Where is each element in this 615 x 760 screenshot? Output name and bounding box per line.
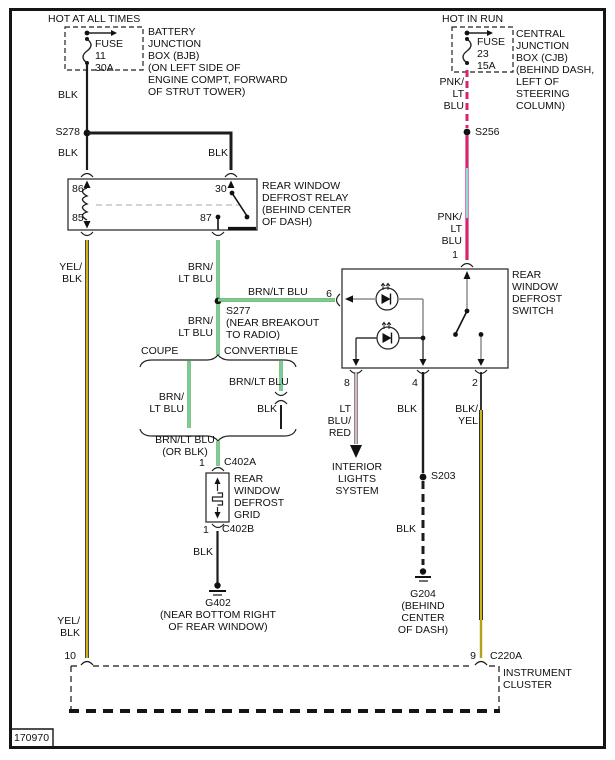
connector-pin-c402a: 1 — [199, 457, 205, 469]
switch-pin-2: 2 — [472, 377, 478, 389]
splice-label-s256: S256 — [475, 126, 500, 138]
ground-g204-symbol — [415, 568, 431, 582]
ground-label-g402: G402 (NEAR BOTTOM RIGHT OF REAR WINDOW) — [160, 597, 276, 634]
splice-s203 — [419, 473, 427, 481]
bus-arrow-icon — [111, 30, 117, 36]
bjb-location-label: BATTERY JUNCTION BOX (BJB) (ON LEFT SIDE… — [148, 26, 288, 99]
connector-label-c402a: C402A — [224, 456, 257, 468]
offpage-label-interior-lights: INTERIOR LIGHTS SYSTEM — [331, 461, 383, 498]
defrost-grid-symbol — [205, 466, 230, 529]
relay-name-label: REAR WINDOW DEFROST RELAY (BEHIND CENTER… — [262, 180, 352, 229]
wire-label-yel-blk-b: YEL/ BLK — [57, 615, 80, 640]
cluster-name-label: INSTRUMENT CLUSTER — [503, 667, 572, 692]
wire-label-yel-blk-a: YEL/ BLK — [59, 261, 82, 286]
switch-pin-1: 1 — [452, 249, 458, 261]
feed-title-left: HOT AT ALL TIMES — [48, 13, 141, 25]
wire-blk-s278-branches — [85, 131, 233, 170]
cjb-location-label: CENTRAL JUNCTION BOX (CJB) (BEHIND DASH,… — [516, 28, 595, 113]
instrument-cluster-box — [69, 660, 500, 713]
bus-arrow-icon — [487, 30, 493, 36]
wire-ltblu-red-to-interior-lights — [350, 372, 362, 458]
bus-dot — [84, 30, 90, 36]
off-page-arrow-icon — [350, 445, 362, 458]
defrost-relay-symbol — [67, 172, 258, 237]
switch-pin-8: 8 — [344, 377, 350, 389]
relay-pin-87: 87 — [200, 212, 212, 224]
fuse-23-label: FUSE 23 15A — [477, 36, 506, 73]
splice-label-s277: S277 (NEAR BREAKOUT TO RADIO) — [226, 305, 320, 342]
cluster-pin-9: 9 — [470, 650, 476, 662]
wire-label-brn-ltblu-or-blk: BRN/LT BLU (OR BLK) — [155, 434, 215, 459]
relay-coil-icon — [81, 187, 89, 221]
led-indicator-icon — [375, 282, 399, 311]
page-border — [9, 8, 606, 749]
fuse-23-symbol — [462, 38, 472, 64]
switch-blade — [455, 310, 468, 334]
wire-label-ltblu-red: LT BLU/ RED — [327, 403, 351, 440]
wire-label-blk-yel: BLK/ YEL — [455, 403, 478, 428]
fuse-11-symbol — [82, 38, 92, 64]
inline-connector-icon — [274, 391, 288, 405]
wire-label-brn-ltblu-b: BRN/ LT BLU — [178, 315, 213, 340]
relay-pin-30: 30 — [215, 183, 227, 195]
coupe-convertible-split-brace — [139, 354, 297, 368]
wire-label-pnk-ltblu-b: PNK/ LT BLU — [437, 211, 462, 248]
bus-dot — [464, 30, 470, 36]
fuse-11-label: FUSE 11 30A — [95, 38, 124, 75]
wire-label-blk-c: BLK — [208, 147, 228, 159]
connector-label-c220a: C220A — [490, 650, 523, 662]
wire-label-blk-a: BLK — [58, 89, 78, 101]
variant-label-coupe: COUPE — [141, 345, 179, 357]
switch-pin-6: 6 — [326, 288, 332, 300]
switch-name-label: REAR WINDOW DEFROST SWITCH — [512, 269, 563, 318]
feed-title-right: HOT IN RUN — [442, 13, 504, 25]
relay-contact-blade — [231, 192, 248, 217]
variant-label-convertible: CONVERTIBLE — [224, 345, 298, 357]
relay-pin-86: 86 — [72, 183, 84, 195]
wire-label-brn-ltblu-c: BRN/ LT BLU — [149, 391, 184, 416]
defrost-switch-symbol — [335, 262, 509, 375]
connector-pin-c402b: 1 — [203, 524, 209, 536]
led-illumination-icon — [376, 321, 400, 350]
wire-label-pnk-ltblu-a: PNK/ LT BLU — [439, 76, 464, 113]
wire-label-blk-g: BLK — [396, 523, 416, 535]
wire-label-blk-b: BLK — [58, 147, 78, 159]
wire-label-blk-d: BLK — [257, 403, 277, 415]
wire-label-blk-e: BLK — [193, 546, 213, 558]
wire-label-blk-f: BLK — [397, 403, 417, 415]
splice-s256 — [463, 128, 471, 136]
ground-g402-symbol — [209, 582, 226, 596]
cluster-pin-10: 10 — [64, 650, 76, 662]
doc-number: 170970 — [14, 732, 50, 744]
splice-label-s203: S203 — [431, 470, 456, 482]
switch-pin-4: 4 — [412, 377, 418, 389]
wire-label-brn-ltblu-h: BRN/LT BLU — [248, 286, 308, 298]
grid-element-icon — [211, 492, 224, 506]
ground-label-g204: G204 (BEHIND CENTER OF DASH) — [397, 588, 449, 637]
splice-label-s278: S278 — [55, 126, 80, 138]
wire-label-brn-ltblu-a: BRN/ LT BLU — [178, 261, 213, 286]
connector-label-c402b: C402B — [222, 523, 255, 535]
wire-label-brn-ltblu-d: BRN/LT BLU — [229, 376, 289, 388]
relay-pin-85: 85 — [72, 212, 84, 224]
grid-name-label: REAR WINDOW DEFROST GRID — [234, 473, 285, 522]
bjb-fuse-box — [64, 26, 144, 71]
cjb-fuse-box — [451, 26, 514, 73]
